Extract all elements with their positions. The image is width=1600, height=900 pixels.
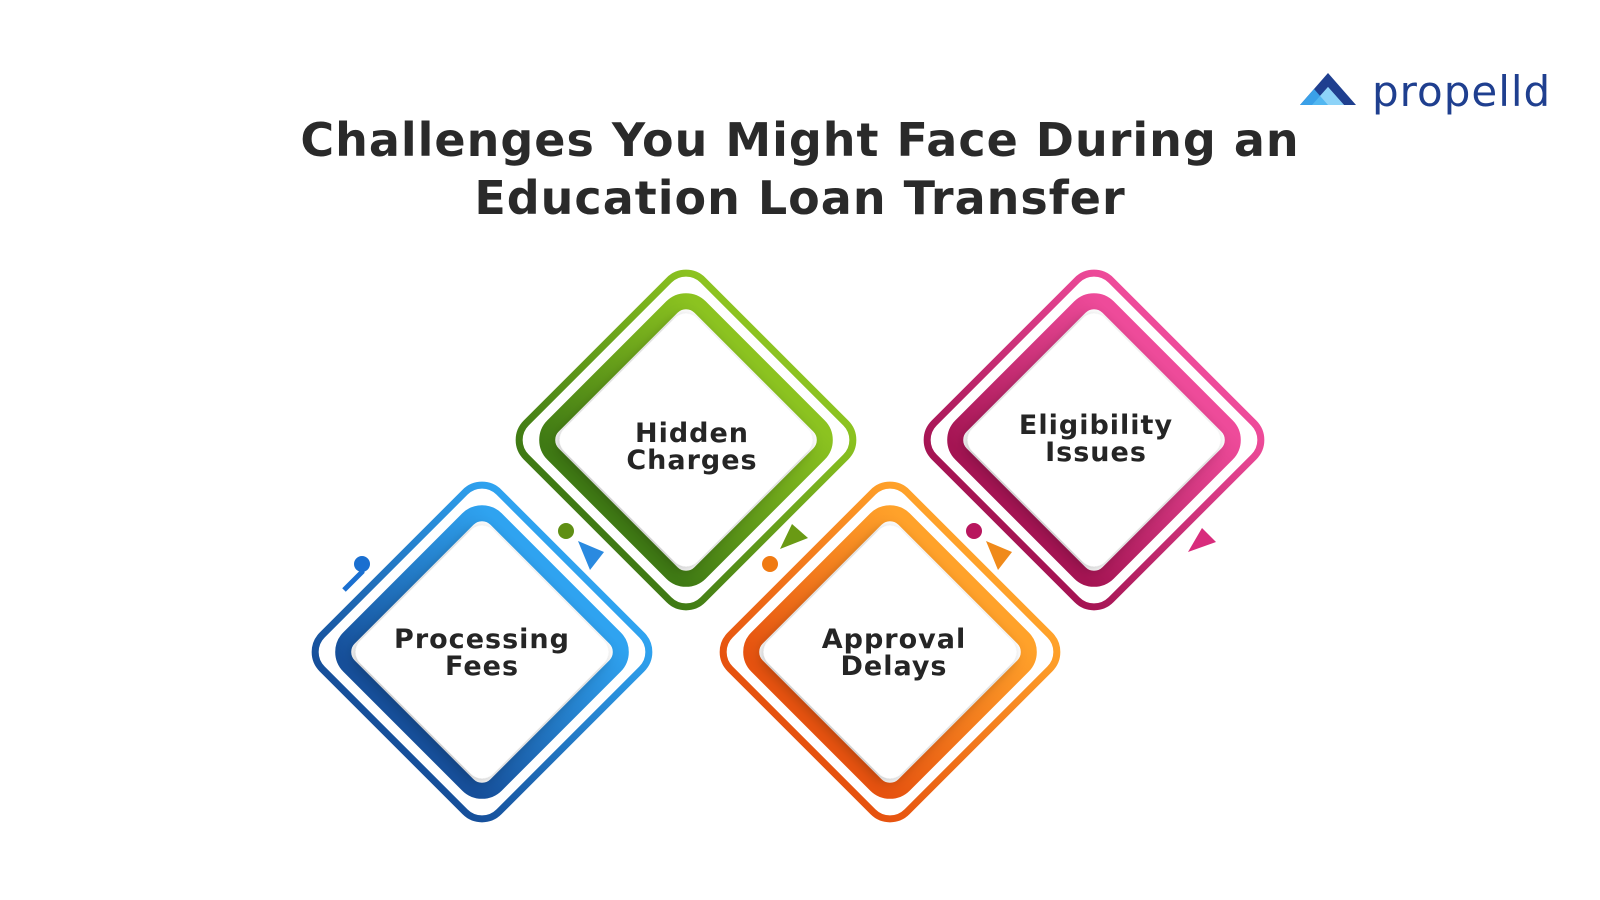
step-2-connector-dot: [558, 523, 574, 539]
step-3-label-line-1: Approval: [821, 624, 967, 655]
step-3-arrow-icon: [986, 541, 1012, 570]
step-2-label-line-2: Charges: [626, 445, 758, 476]
step-1-label-line-2: Fees: [444, 651, 520, 682]
step-4-label: Eligibility Issues: [976, 412, 1216, 466]
step-4-connector-dot: [966, 523, 982, 539]
step-4-diamond: [923, 269, 1265, 611]
step-4-arrow-icon: [1188, 528, 1216, 552]
brand-name: propelld: [1372, 66, 1552, 116]
step-1-arrow-icon: [578, 541, 604, 570]
step-4-label-line-1: Eligibility: [1018, 410, 1174, 441]
step-1-diamond: [311, 481, 653, 823]
step-3-label-line-2: Delays: [840, 651, 948, 682]
step-3-label: Approval Delays: [774, 626, 1014, 680]
brand-logo: propelld: [1300, 66, 1551, 116]
page-title-line-1: Challenges You Might Face During an: [300, 113, 1300, 167]
step-1-label: Processing Fees: [362, 626, 602, 680]
step-1-label-line-1: Processing: [394, 624, 570, 655]
page-title-line-2: Education Loan Transfer: [474, 171, 1126, 225]
step-3-connector-dot: [762, 556, 778, 572]
step-2-arrow-icon: [780, 524, 808, 549]
step-2-diamond: [515, 269, 857, 611]
step-2-label-line-1: Hidden: [634, 418, 750, 449]
step-3-diamond: [719, 481, 1061, 823]
propelld-logo-icon: [1300, 73, 1356, 105]
step-2-label: Hidden Charges: [572, 420, 812, 474]
step-4-label-line-2: Issues: [1045, 437, 1147, 468]
step-1-connector-dot: [354, 556, 370, 572]
